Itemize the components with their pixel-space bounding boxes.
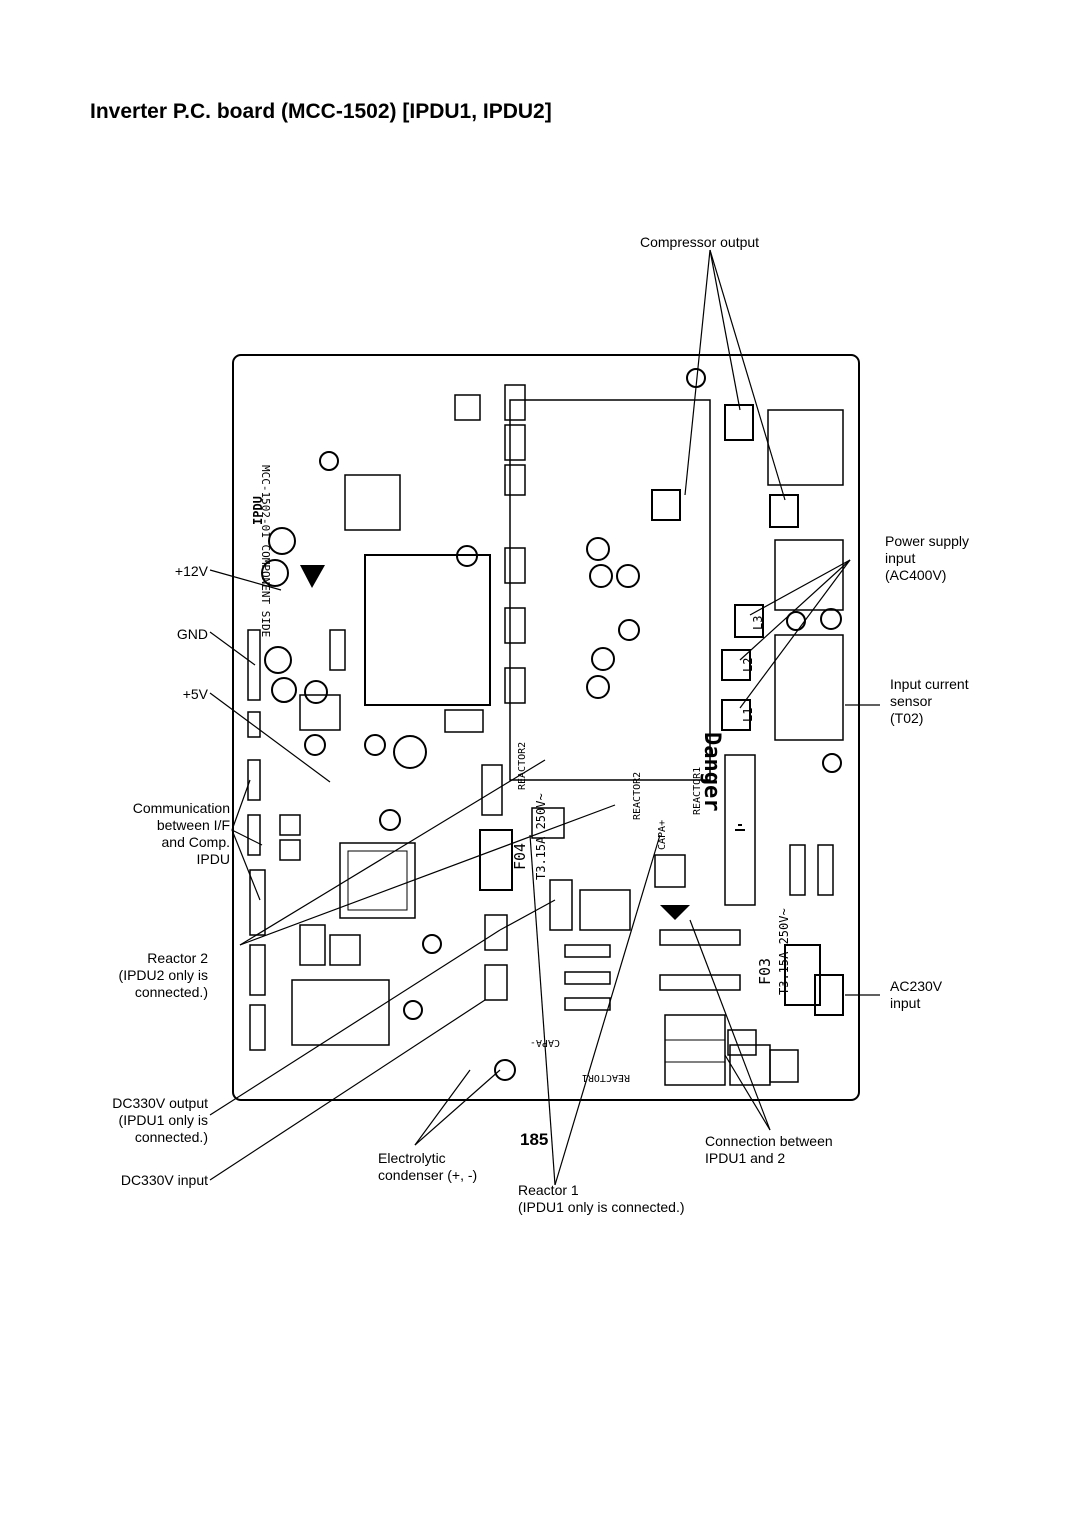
silk-model: MCC-1502-01 COMPONENT SIDE	[259, 465, 272, 637]
connector-l1	[721, 699, 751, 731]
svg-text:REACTOR2: REACTOR2	[632, 772, 643, 820]
label-connection-between: Connection between IPDU1 and 2	[705, 1133, 833, 1166]
connector-l2	[721, 649, 751, 681]
page-number: 185	[520, 1130, 549, 1149]
svg-text:L2: L2	[741, 658, 755, 672]
label-gnd: GND	[176, 626, 208, 642]
connector-u	[769, 494, 799, 528]
label-reactor2: Reactor 2 (IPDU2 only is connected.)	[118, 950, 208, 1000]
connector-ac230	[814, 974, 844, 1016]
connector-l3	[734, 604, 764, 638]
label-12v: +12V	[174, 563, 208, 579]
label-ac230: AC230V input	[890, 978, 943, 1011]
page-title: Inverter P.C. board (MCC-1502) [IPDU1, I…	[90, 100, 552, 123]
svg-text:T3.15A 250V~: T3.15A 250V~	[777, 908, 791, 995]
connector-w	[651, 489, 681, 521]
label-dc330-input: DC330V input	[120, 1172, 208, 1188]
pcb-board-outline	[232, 354, 860, 1101]
label-reactor1: Reactor 1 (IPDU1 only is connected.)	[518, 1182, 685, 1215]
sensor-t02	[774, 634, 844, 741]
svg-text:L1: L1	[741, 708, 755, 722]
transformer-t01	[291, 979, 390, 1046]
svg-text:IPDU: IPDU	[251, 496, 265, 525]
label-electrolytic: Electrolytic condenser (+, -)	[378, 1150, 478, 1183]
capacitor-c11	[549, 879, 573, 931]
svg-text:T3.15A 250V~: T3.15A 250V~	[534, 793, 548, 880]
label-compressor-output: Compressor output	[640, 234, 760, 250]
choke-t05	[774, 539, 844, 611]
main-module-block	[364, 554, 491, 706]
fuse-f04-body	[479, 829, 513, 891]
danger-rail	[509, 399, 711, 781]
fuse-f03-body	[784, 944, 821, 1006]
label-5v: +5V	[182, 686, 208, 702]
label-input-current: Input current sensor (T02)	[890, 676, 969, 726]
label-communication: Communication between I/F and Comp. IPDU	[132, 800, 230, 867]
svg-text:CAPA+: CAPA+	[657, 820, 668, 850]
capacitor-c17	[724, 754, 756, 906]
connector-v	[724, 404, 754, 441]
microcontroller	[339, 842, 416, 919]
svg-text:REACTOR2: REACTOR2	[517, 742, 528, 790]
svg-text:REACTOR1: REACTOR1	[582, 1072, 630, 1083]
svg-text:F03: F03	[756, 958, 774, 985]
svg-text:Danger: Danger	[699, 732, 724, 811]
svg-text:L3: L3	[751, 616, 765, 630]
label-dc330-output: DC330V output (IPDU1 only is connected.)	[112, 1095, 208, 1145]
svg-text:F04: F04	[511, 843, 529, 870]
svg-text:REACTOR1: REACTOR1	[692, 767, 703, 815]
choke-t04	[767, 409, 844, 486]
label-power-supply: Power supply input (AC400V)	[885, 533, 970, 583]
